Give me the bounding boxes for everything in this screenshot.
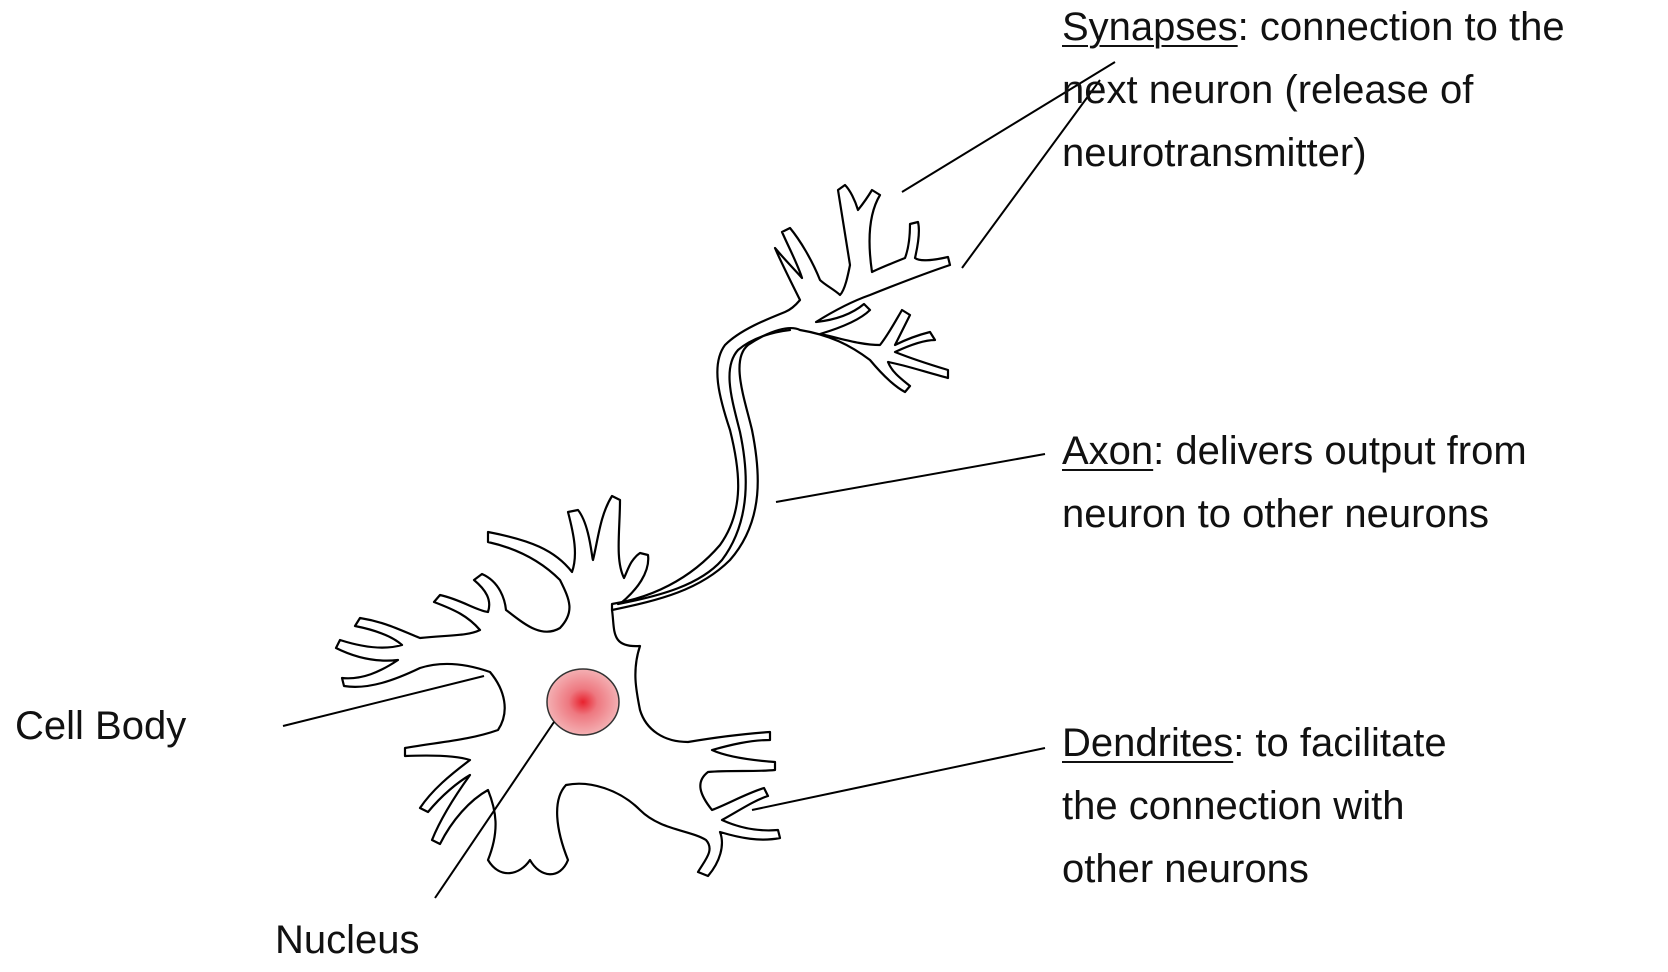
neuron-outline [336,185,950,876]
synapses-line1-rest: : connection to the [1238,5,1565,49]
axon-label-line-1: Axon: delivers output from [1062,420,1527,483]
nucleus-label: Nucleus [275,909,420,972]
axon-leader-line [776,454,1045,502]
dendrites-line1-rest: : to facilitate [1233,721,1446,765]
synapses-term: Synapses [1062,5,1238,49]
synapses-label: Synapses: connection to the next neuron … [1062,0,1565,185]
axon-shape [612,185,950,610]
dendrites-leader-line [752,748,1045,810]
cell-body-leader-line [283,676,484,726]
axon-term: Axon [1062,429,1153,473]
axon-label: Axon: delivers output from neuron to oth… [1062,420,1527,546]
axon-line1-rest: : delivers output from [1153,429,1527,473]
cell-body-label: Cell Body [15,695,186,758]
dendrites-term: Dendrites [1062,721,1233,765]
dendrites-label-line-2: the connection with [1062,775,1447,838]
nucleus-shape [547,669,619,735]
dendrites-label-line-3: other neurons [1062,838,1447,901]
dendrites-label: Dendrites: to facilitate the connection … [1062,712,1447,901]
synapses-label-line-3: neurotransmitter) [1062,122,1565,185]
axon-label-line-2: neuron to other neurons [1062,483,1527,546]
synapses-label-line-2: next neuron (release of [1062,59,1565,122]
dendrites-label-line-1: Dendrites: to facilitate [1062,712,1447,775]
synapses-label-line-1: Synapses: connection to the [1062,0,1565,59]
